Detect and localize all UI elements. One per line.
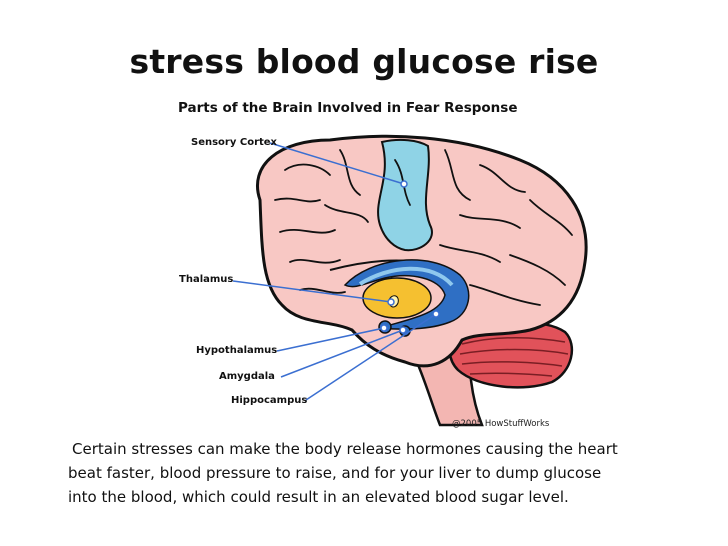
- slide-title: stress blood glucose rise: [129, 42, 599, 81]
- caption-text: Certain stresses can make the body relea…: [68, 437, 688, 509]
- label-hippocampus: Hippocampus: [231, 395, 308, 406]
- copyright-credit: @2005 HowStuffWorks: [452, 419, 550, 429]
- cerebrum: [256, 134, 588, 368]
- leader-thalamus: [232, 280, 392, 303]
- sensory-cortex-area: [377, 138, 433, 252]
- label-sensory-cortex: Sensory Cortex: [191, 137, 278, 148]
- leader-sensory-cortex: [269, 142, 405, 185]
- caption-line: beat faster, blood pressure to raise, an…: [68, 464, 602, 482]
- leader-amygdala: [280, 329, 404, 378]
- label-hypothalamus: Hypothalamus: [196, 345, 278, 356]
- caption-line: into the blood, which could result in an…: [68, 488, 569, 506]
- leader-hippocampus: [305, 313, 437, 401]
- label-thalamus: Thalamus: [179, 274, 234, 285]
- figure-title: Parts of the Brain Involved in Fear Resp…: [178, 100, 518, 116]
- caption-line: Certain stresses can make the body relea…: [72, 440, 618, 458]
- label-amygdala: Amygdala: [219, 371, 275, 382]
- leader-hypothalamus: [276, 327, 385, 352]
